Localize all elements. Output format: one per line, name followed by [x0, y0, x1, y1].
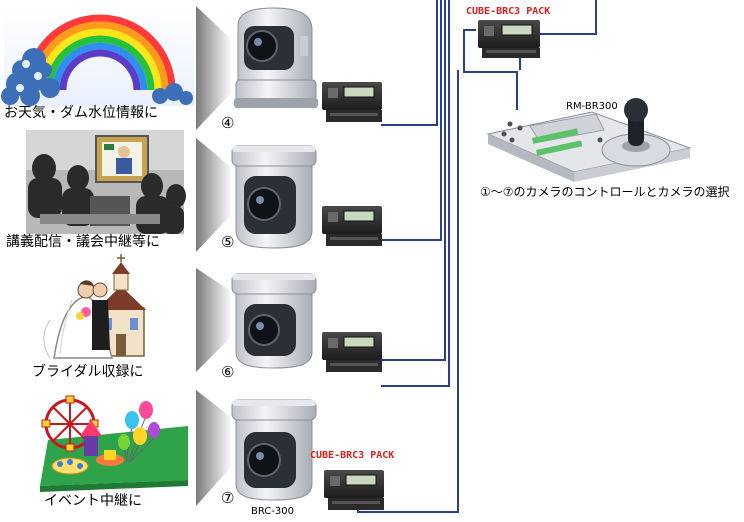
- use-case-label-weather: お天気・ダム水位情報に: [4, 105, 158, 121]
- controller-caption: ①～⑦のカメラのコントロールとカメラの選択: [480, 185, 730, 199]
- controller-model-label: RM-BR300: [566, 101, 618, 112]
- weather-rainbow-illustration: [1, 6, 194, 106]
- camera-4: [234, 7, 318, 108]
- view-beams: [196, 6, 232, 506]
- bridal-illustration: [43, 254, 146, 359]
- labels: お天気・ダム水位情報に 講義配信・議会中継等に ブライダル収録に イベント中継に…: [4, 6, 730, 517]
- camera-7: [231, 399, 317, 501]
- converter-box-6: [322, 332, 382, 372]
- camera-number-5: ⑤: [221, 233, 234, 251]
- remote-controller: [486, 98, 692, 182]
- camera-5: [231, 145, 317, 249]
- camera-number-6: ⑥: [221, 363, 234, 381]
- pack-label-bottom: CUBE-BRC3 PACK: [310, 450, 394, 461]
- converter-box-top: [478, 20, 540, 58]
- camera-number-7: ⑦: [221, 489, 234, 507]
- lecture-illustration: [26, 130, 186, 234]
- event-illustration: [40, 395, 188, 492]
- use-case-label-lecture: 講義配信・議会中継等に: [6, 233, 160, 250]
- use-case-label-event: イベント中継に: [44, 493, 142, 509]
- pack-label-top: CUBE-BRC3 PACK: [466, 6, 550, 17]
- converter-box-5: [322, 206, 382, 246]
- converter-box-7: [324, 470, 384, 510]
- camera-model-label: BRC-300: [251, 506, 294, 517]
- camera-number-4: ④: [221, 114, 234, 132]
- use-case-label-bridal: ブライダル収録に: [32, 363, 143, 380]
- converter-box-4: [322, 82, 382, 122]
- camera-6: [231, 273, 317, 369]
- cable-lines: [357, 0, 597, 513]
